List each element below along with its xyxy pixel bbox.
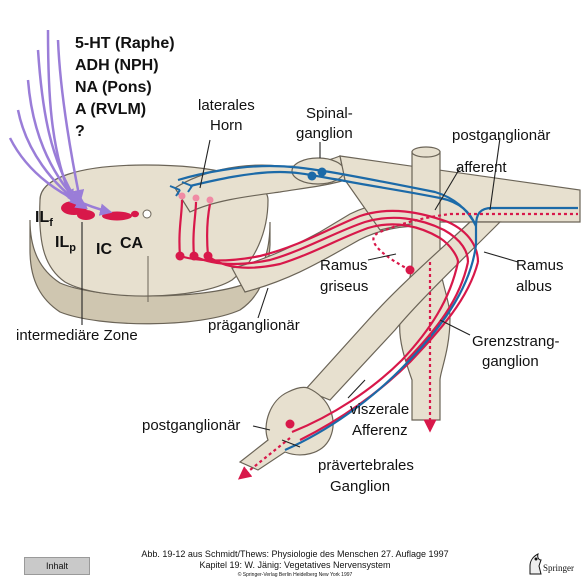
leader-lines xyxy=(81,137,519,448)
label-ganglion: ganglion xyxy=(296,125,353,142)
label-afferent: afferent xyxy=(456,159,507,176)
springer-wordmark: Springer xyxy=(543,563,574,573)
caption-copyright: © Springer-Verlag Berlin Heidelberg New … xyxy=(237,572,353,578)
preganglionic-somata xyxy=(175,251,213,261)
label-praevertebrales: prävertebrales xyxy=(318,457,414,474)
label-ilp: ILp xyxy=(55,234,76,254)
label-ramus-griseus-1: Ramus xyxy=(320,257,368,274)
label-postganglionaer-bottom: postganglionär xyxy=(142,417,240,434)
tissue xyxy=(29,146,581,471)
label-ca: CA xyxy=(120,235,144,252)
postganglionic-somata xyxy=(285,265,415,429)
input-adh: ADH (NPH) xyxy=(75,57,159,74)
central-canal xyxy=(142,209,152,219)
input-list: 5-HT (Raphe) ADH (NPH) NA (Pons) A (RVLM… xyxy=(75,35,175,140)
afferent-terminals xyxy=(169,181,193,197)
preganglionic-fibers xyxy=(178,199,480,269)
label-laterales: laterales xyxy=(198,97,255,114)
label-ramus-albus-1: Ramus xyxy=(516,257,564,274)
caption-source: Abb. 19-12 aus Schmidt/Thews: Physiologi… xyxy=(141,549,449,559)
descending-inputs xyxy=(8,29,113,216)
label-intermediaere-zone: intermediäre Zone xyxy=(16,327,138,344)
spinal-cord-side xyxy=(29,219,271,325)
label-ilf: ILf xyxy=(35,209,53,229)
nucleus-ilp xyxy=(77,210,95,220)
nucleus-ca xyxy=(131,210,139,218)
input-serotonin: 5-HT (Raphe) xyxy=(75,35,175,52)
label-grenz-ganglion: ganglion xyxy=(482,353,539,370)
interneurons xyxy=(178,192,214,204)
label-postganglionaer-top: postganglionär xyxy=(452,127,550,144)
afferent-somata xyxy=(307,167,327,181)
afferent-fibers xyxy=(177,164,578,452)
label-afferenz: Afferenz xyxy=(352,422,408,439)
springer-logo xyxy=(529,553,542,575)
label-grenzstrang: Grenzstrang- xyxy=(472,333,560,350)
label-horn: Horn xyxy=(210,117,243,134)
label-ramus-albus-2: albus xyxy=(516,278,552,295)
visceral-nerve xyxy=(303,221,502,401)
caption-chapter: Kapitel 19: W. Jänig: Vegetatives Nerven… xyxy=(199,560,391,570)
label-ramus-griseus-2: griseus xyxy=(320,278,368,295)
springer-knight-icon xyxy=(529,553,542,575)
inhalt-button[interactable]: Inhalt xyxy=(24,557,90,575)
label-spinal: Spinal- xyxy=(306,105,353,122)
input-na: NA (Pons) xyxy=(75,79,152,96)
red-trunk-fibers xyxy=(291,261,480,441)
label-viszerale: viszerale xyxy=(350,401,409,418)
label-ic: IC xyxy=(96,241,112,258)
label-praeganglionaer: präganglionär xyxy=(208,317,300,334)
label-praevert-ganglion: Ganglion xyxy=(330,478,390,495)
postganglionic-fibers xyxy=(237,212,578,480)
nucleus-ic xyxy=(102,211,132,221)
input-unknown: ? xyxy=(75,123,85,140)
input-a: A (RVLM) xyxy=(75,101,146,118)
